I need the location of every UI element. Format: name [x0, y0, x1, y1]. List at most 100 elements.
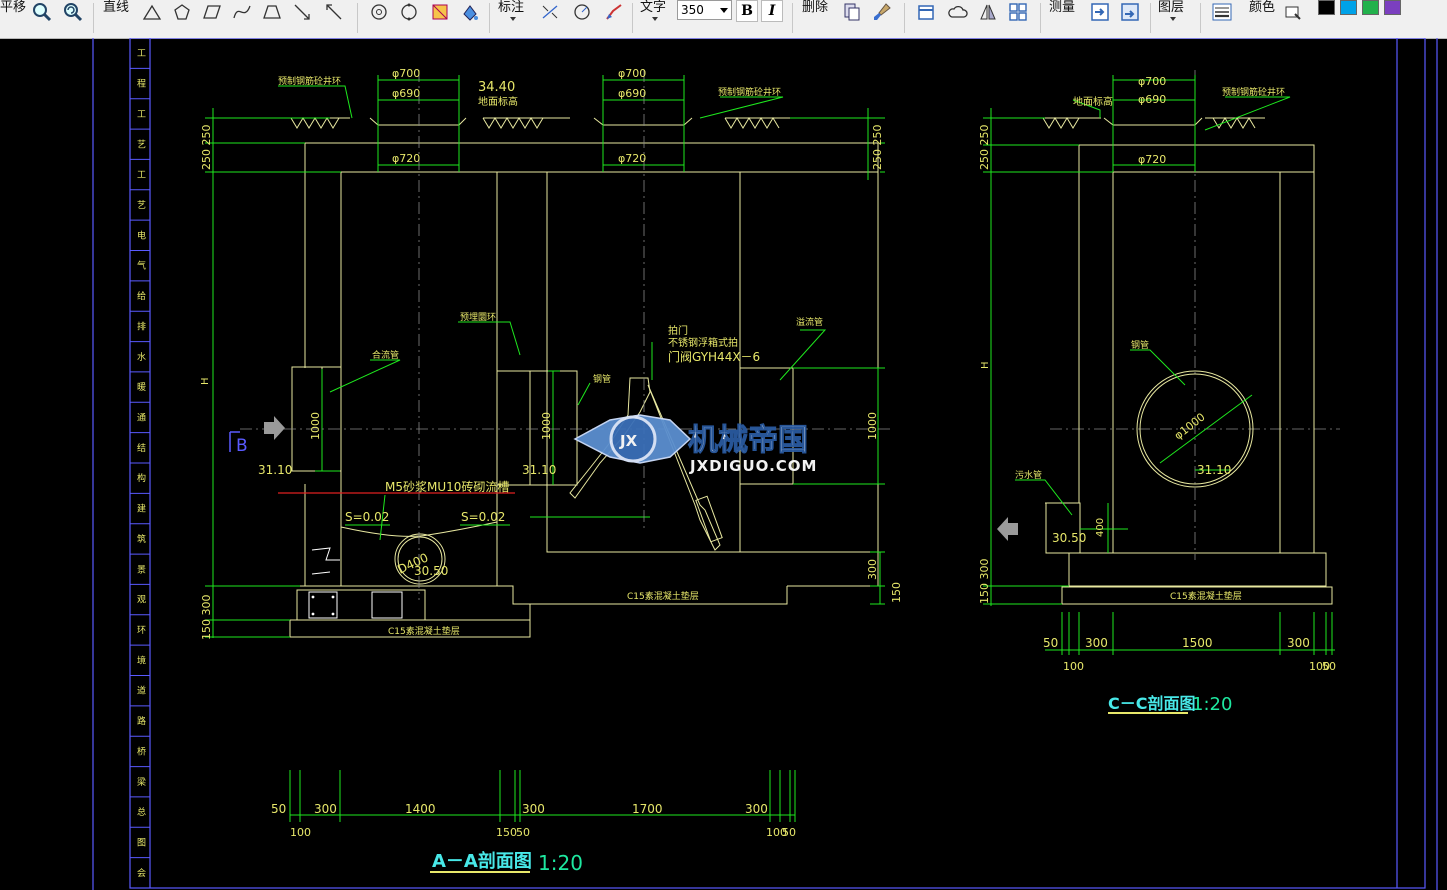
drawing-canvas[interactable]: 工程工艺工艺电气给排水暖通结构建筑景观环境道路桥梁总图会 [0, 38, 1447, 890]
cc-bottom-dim2: 100 [1063, 660, 1084, 673]
title-strip-char: 路 [137, 715, 146, 727]
title-strip-char: 通 [137, 412, 146, 423]
flow-arrow-left-icon [997, 517, 1018, 541]
title-strip-char: 筑 [137, 533, 146, 545]
grid-icon[interactable] [1006, 1, 1030, 23]
slope-right: S=0.02 [461, 510, 505, 524]
cc-ring-label: 预制钢筋砼井环 [1222, 86, 1285, 98]
dim-250-left: 250 250 [200, 125, 213, 171]
section-cc-scale: 1:20 [1192, 694, 1232, 715]
section-aa-dimensions [205, 75, 885, 822]
curve-icon[interactable] [230, 1, 254, 23]
dim-300-right: 300 [866, 559, 879, 580]
mirror-icon[interactable] [976, 1, 1000, 23]
gate-label-2: 不锈钢浮箱式拍 [668, 336, 738, 349]
aa-bottom-dim2: 150 [496, 826, 517, 839]
cc-dim-400: 400 [1095, 518, 1106, 537]
color-picker-icon[interactable] [1281, 1, 1305, 23]
fill-icon[interactable] [458, 1, 482, 23]
aa-bottom-dim: 300 [745, 802, 768, 816]
title-strip-char: 景 [137, 564, 146, 575]
color-swatch-purple[interactable] [1384, 0, 1401, 15]
bold-button[interactable]: B [736, 0, 758, 22]
pipe-dim-5: φ690 [618, 87, 646, 100]
title-strip-char: 工 [137, 171, 146, 181]
italic-button[interactable]: I [761, 0, 783, 22]
pan-label[interactable]: 平移 [0, 0, 27, 15]
section-marker-b: B [236, 436, 248, 456]
title-strip-char: 暖 [137, 381, 146, 393]
cc-dim-150-300: 150 300 [978, 559, 991, 605]
pentagon-icon[interactable] [170, 1, 194, 23]
cc-steel-pipe-label: 钢管 [1131, 339, 1149, 351]
text-size-select[interactable]: 350 [677, 0, 732, 20]
title-strip-char: 环 [137, 625, 146, 636]
color-swatch-green[interactable] [1362, 0, 1379, 15]
dim-1000-mid: 1000 [540, 412, 553, 440]
watermark-en: JXDIGUO.COM [689, 457, 817, 475]
ground-label: 地面标高 [478, 95, 518, 108]
dim-250-right: 250 250 [871, 125, 884, 171]
color-label[interactable]: 颜色 [1249, 0, 1276, 15]
linear-dim-icon[interactable] [538, 1, 562, 23]
leader-icon[interactable] [602, 1, 626, 23]
layer-label[interactable]: 图层 [1158, 0, 1185, 15]
radius-dim-icon[interactable] [570, 1, 594, 23]
base-label-left: C15素混凝土垫层 [388, 625, 460, 637]
title-strip-char: 建 [137, 503, 146, 515]
measure-label[interactable]: 测量 [1049, 0, 1076, 15]
cc-pipe-dim-1: φ700 [1138, 75, 1166, 88]
cc-pipe-dim-3: φ720 [1138, 153, 1166, 166]
cc-bottom-dim2: 100 [1309, 660, 1330, 673]
cloud-icon[interactable] [946, 1, 970, 23]
slope-left: S=0.02 [345, 510, 389, 524]
circle-gear-icon[interactable] [367, 1, 391, 23]
elevation-3110-left: 31.10 [258, 463, 292, 477]
ring-label-left: 预制钢筋砼井环 [278, 75, 341, 87]
overflow-pipe-label: 溢流管 [796, 316, 823, 328]
title-strip-char: 境 [137, 654, 146, 666]
zoom-icon[interactable] [30, 1, 54, 23]
cc-base-label: C15素混凝土垫层 [1170, 590, 1242, 602]
line-tool-label[interactable]: 直线 [103, 0, 130, 15]
dimension-label[interactable]: 标注 [498, 0, 525, 15]
flow-arrow-icon [264, 416, 285, 440]
trapezoid-icon[interactable] [260, 1, 284, 23]
triangle-icon[interactable] [140, 1, 164, 23]
base-label-right: C15素混凝土垫层 [627, 590, 699, 602]
ground-elevation: 34.40 [478, 80, 515, 95]
dim-150-right: 150 [890, 582, 903, 603]
aa-bottom-dim2: 50 [516, 826, 530, 839]
diagonal-line-icon[interactable] [290, 1, 314, 23]
elevation-3050-aa: 30.50 [414, 564, 448, 578]
line-weight-icon[interactable] [1210, 1, 1234, 23]
brush-icon[interactable] [870, 1, 894, 23]
zoom-extent-icon[interactable] [61, 1, 85, 23]
watermark-badge: JX [619, 432, 638, 450]
export-icon[interactable] [1118, 1, 1142, 23]
aa-bottom-dim: 50 [271, 802, 286, 816]
cc-bottom-dim: 1500 [1182, 636, 1213, 650]
title-strip-char: 观 [137, 595, 146, 606]
color-swatch-blue[interactable] [1340, 0, 1357, 15]
text-label[interactable]: 文字 [640, 0, 667, 15]
channel-label: M5砂浆MU10砖砌流槽 [385, 479, 509, 494]
rotate-icon[interactable] [397, 1, 421, 23]
copy-icon[interactable] [840, 1, 864, 23]
aa-bottom-dim2: 100 [290, 826, 311, 839]
cc-bottom-dim: 300 [1287, 636, 1310, 650]
cc-pipe-dim-2: φ690 [1138, 93, 1166, 106]
section-aa-outline [289, 117, 879, 638]
aa-bottom-dim: 300 [522, 802, 545, 816]
title-strip-char: 气 [137, 260, 146, 272]
color-swatch-black[interactable] [1318, 0, 1335, 15]
parallelogram-icon[interactable] [200, 1, 224, 23]
calendar-icon[interactable] [914, 1, 938, 23]
steel-pipe-label: 钢管 [593, 373, 611, 385]
aa-bottom-dim2: 50 [782, 826, 796, 839]
import-icon[interactable] [1088, 1, 1112, 23]
delete-label[interactable]: 删除 [802, 0, 829, 15]
arrow-line-icon[interactable] [322, 1, 346, 23]
scale-icon[interactable] [428, 1, 452, 23]
cc-pipe-d1000: φ1000 [1172, 410, 1208, 442]
